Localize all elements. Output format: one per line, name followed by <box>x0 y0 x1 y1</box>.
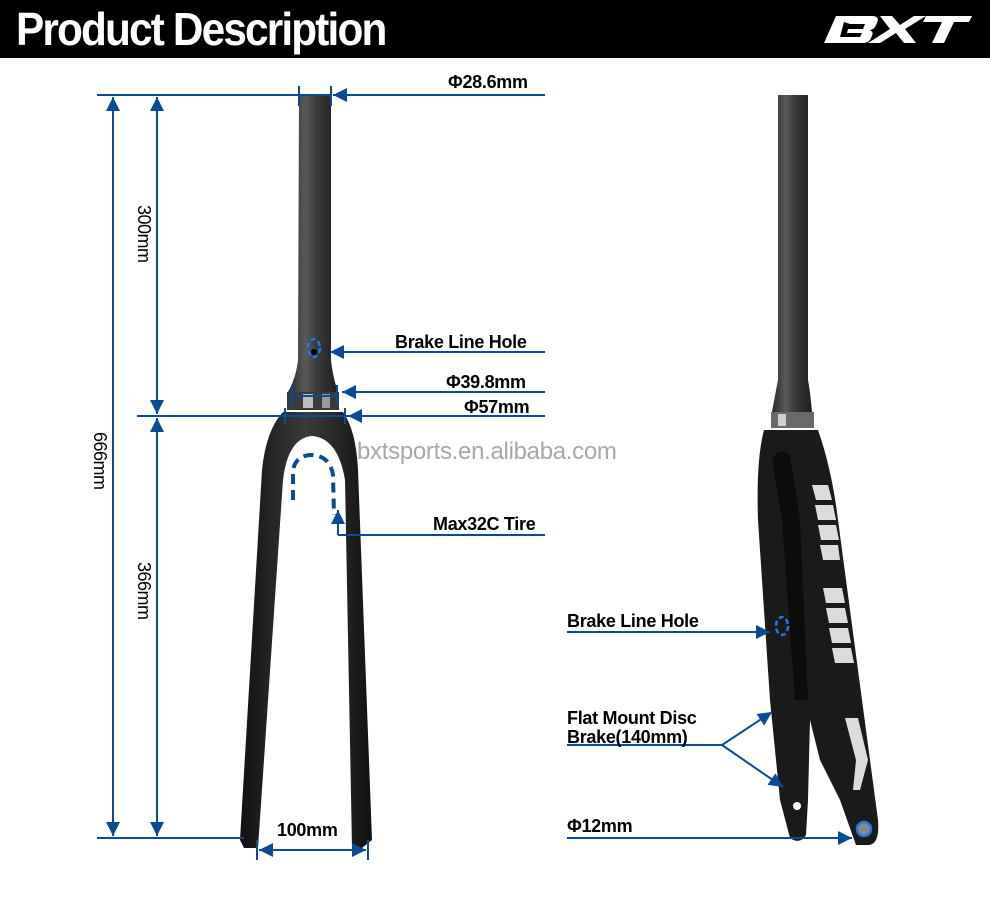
steerer-length-label: 300mm <box>134 205 154 263</box>
crown-diameter-label: Φ57mm <box>464 397 530 417</box>
bxt-logo-icon <box>824 16 972 43</box>
tire-clearance-label: Max32C Tire <box>433 514 536 534</box>
axle-diameter-label: Φ12mm <box>567 816 633 836</box>
dimension-lines <box>97 86 852 860</box>
brake-line-hole-label-front: Brake Line Hole <box>395 332 527 352</box>
watermark-text: bxtsports.en.alibaba.com <box>357 438 617 465</box>
total-length-label: 666mm <box>90 432 110 490</box>
crown-race-diameter-label: Φ39.8mm <box>446 372 526 392</box>
disc-brake-label-line2: Brake(140mm) <box>567 727 688 747</box>
hub-spacing-label: 100mm <box>277 820 338 840</box>
disc-brake-label-line1: Flat Mount Disc <box>567 708 697 728</box>
brake-line-hole-label-side: Brake Line Hole <box>567 611 699 631</box>
front-fork-image <box>240 94 372 848</box>
page-title: Product Description <box>16 3 387 55</box>
axle-to-crown-label: 366mm <box>134 562 154 620</box>
header-bar: Product Description <box>0 0 990 58</box>
side-fork-image <box>757 95 879 845</box>
steerer-diameter-label: Φ28.6mm <box>448 72 528 92</box>
